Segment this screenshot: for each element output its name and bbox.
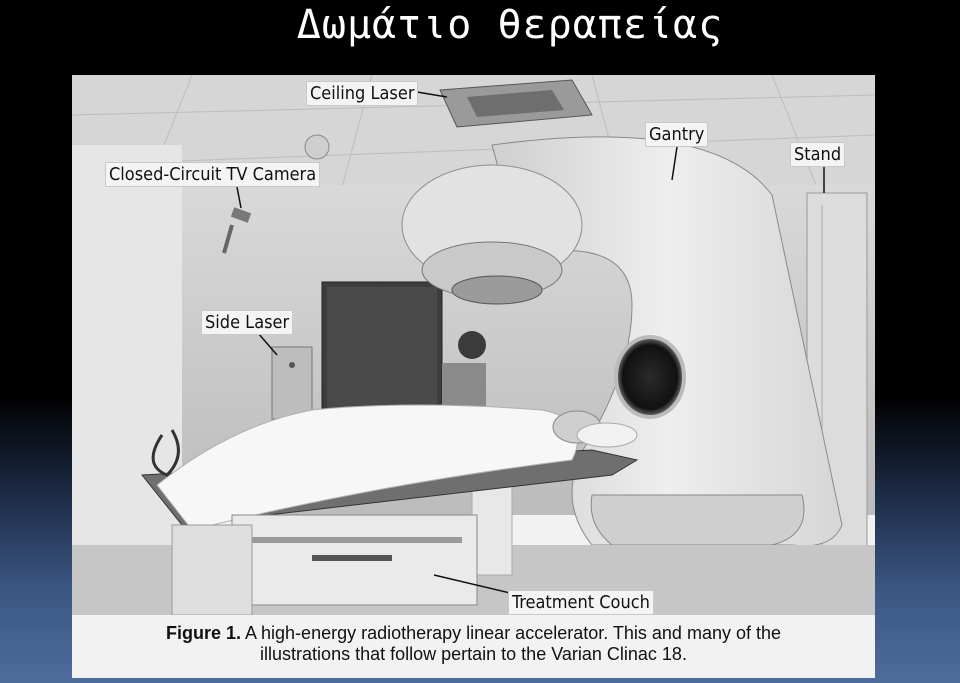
caption-line-1: Figure 1. A high-energy radiotherapy lin… [72,623,875,644]
cctv-camera-label: Closed-Circuit TV Camera [105,162,321,187]
linac-photo [72,75,875,615]
figure-number: Figure 1. [165,623,241,643]
figure-panel: Ceiling Laser Gantry Stand Closed-Circui… [72,75,875,678]
stand-label: Stand [790,142,846,167]
gantry-label: Gantry [645,122,709,147]
ceiling-laser-label: Ceiling Laser [306,81,419,106]
treatment-couch-label: Treatment Couch [508,590,654,615]
slide-title: Δωμάτιο θεραπείας [296,2,724,48]
caption-text-1: A high-energy radiotherapy linear accele… [245,623,781,643]
figure-caption: Figure 1. A high-energy radiotherapy lin… [72,623,875,665]
side-laser-label: Side Laser [201,310,294,335]
caption-line-2: illustrations that follow pertain to the… [260,644,687,664]
